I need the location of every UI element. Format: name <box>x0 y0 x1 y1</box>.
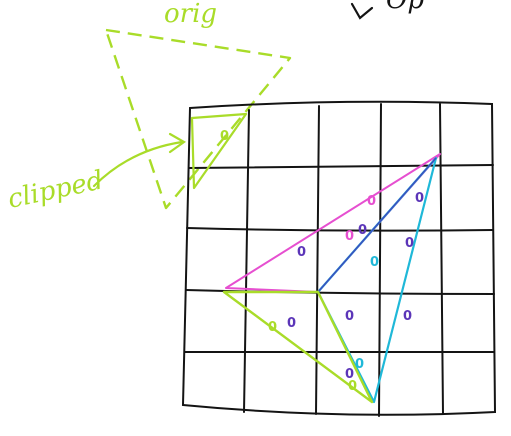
sample-marker: 0 <box>345 367 354 382</box>
sample-marker: 0 <box>405 236 414 251</box>
clipped-triangle <box>190 112 248 190</box>
sample-marker: 0 <box>358 223 367 238</box>
sample-marker: 0 <box>287 316 296 331</box>
sample-marker: 0 <box>220 129 229 144</box>
sample-marker: 0 <box>297 245 306 260</box>
sample-marker: 0 <box>345 229 354 244</box>
original-triangle <box>104 28 292 210</box>
sample-marker: 0 <box>370 255 379 270</box>
sample-marker: 0 <box>355 357 364 372</box>
corner-arrow <box>350 2 374 20</box>
pixel-grid <box>181 100 497 417</box>
sample-marker: 0 <box>415 191 424 206</box>
shared-edge <box>317 157 437 293</box>
clipped-label: clipped <box>5 165 106 214</box>
clipped-arrow <box>92 132 187 188</box>
sample-marker: 0 <box>403 309 412 324</box>
sample-marker: 0 <box>268 320 277 335</box>
sample-marker: 0 <box>345 309 354 324</box>
corner-partial-label: Op <box>386 0 424 15</box>
sample-marker: 0 <box>367 194 376 209</box>
sample-marker: 0 <box>348 379 357 394</box>
orig-label: orig <box>164 0 217 29</box>
lime-triangle <box>222 290 374 404</box>
